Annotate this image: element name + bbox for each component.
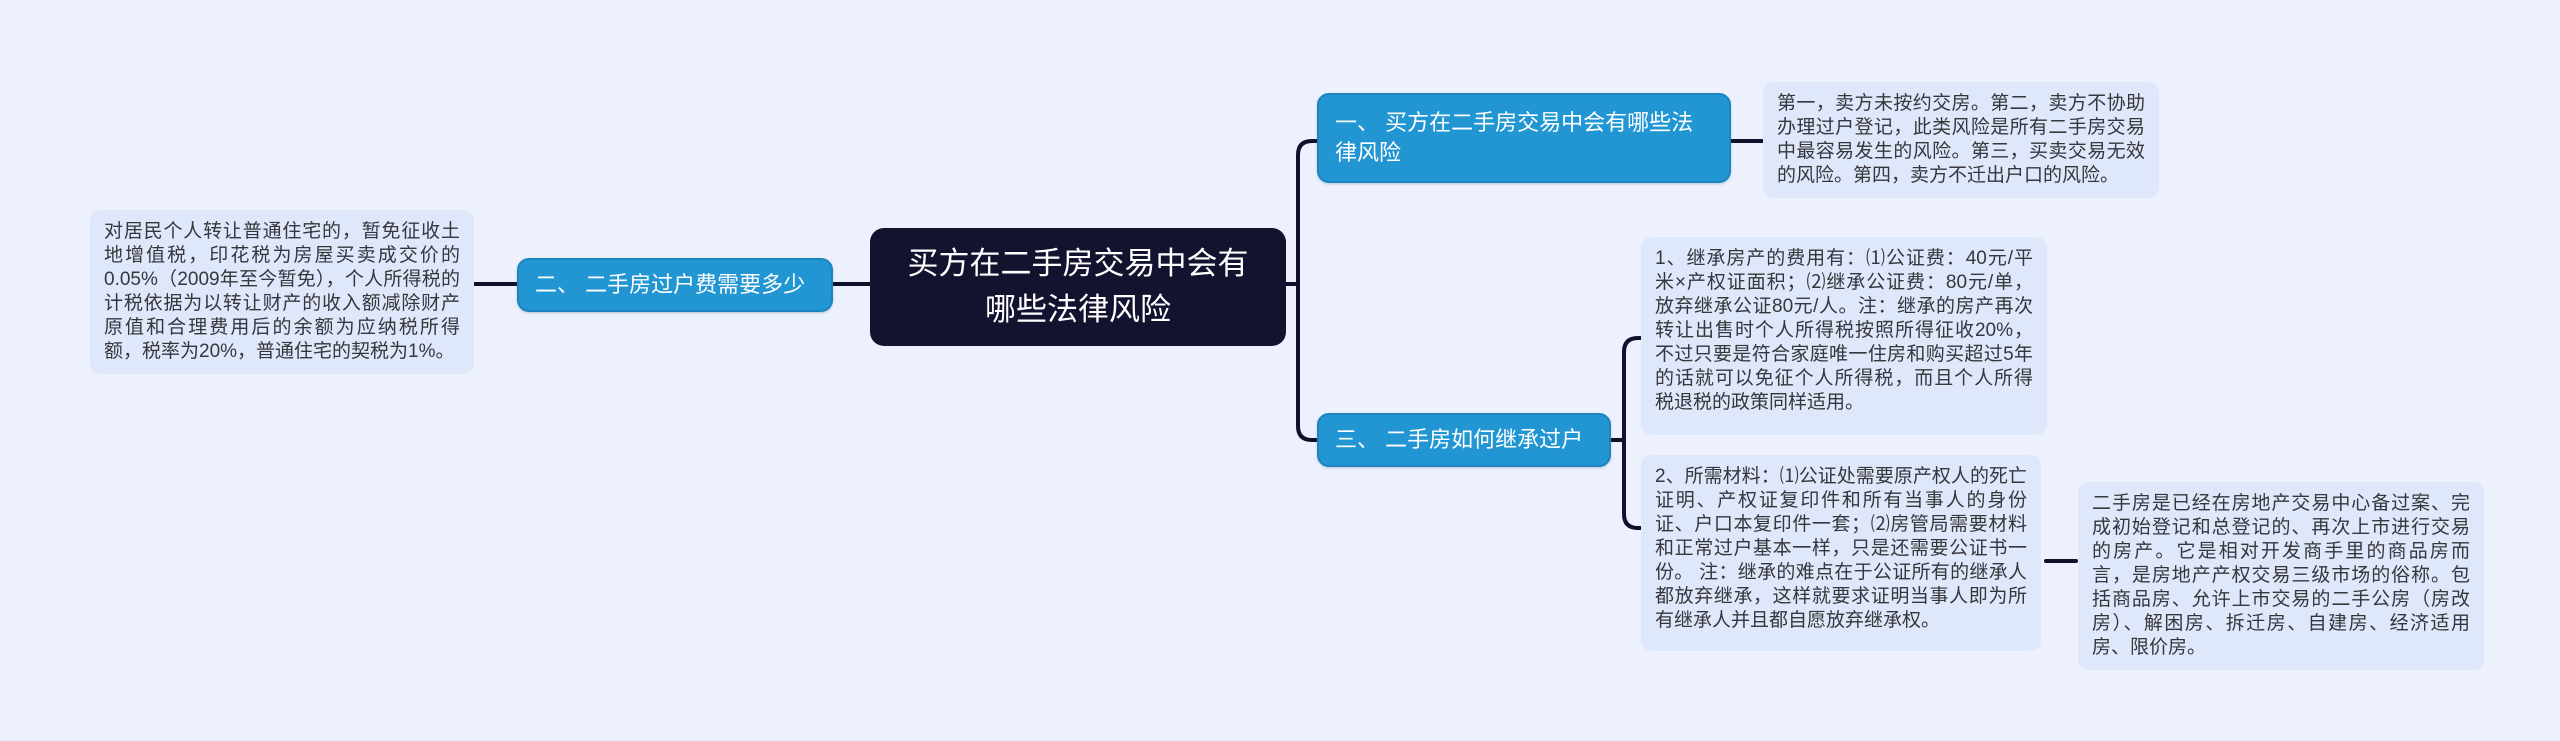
note-second-hand-definition[interactable]: 二手房是已经在房地产交易中心备过案、完成初始登记和总登记的、再次上市进行交易的房… <box>2078 482 2484 670</box>
branch-node-transfer-fee[interactable]: 二、 二手房过户费需要多少 <box>517 258 833 312</box>
branch-node-inheritance-label: 三、 二手房如何继承过户 <box>1335 427 1584 452</box>
root-node[interactable]: 买方在二手房交易中会有哪些法律风险 <box>870 228 1286 346</box>
note-transfer-fee[interactable]: 对居民个人转让普通住宅的，暂免征收土地增值税，印花税为房屋买卖成交价的0.05%… <box>90 210 474 374</box>
note-inheritance-costs[interactable]: 1、继承房产的费用有：⑴公证费：40元/平米×产权证面积；⑵继承公证费：80元/… <box>1641 237 2047 435</box>
branch-node-transfer-fee-label: 二、 二手房过户费需要多少 <box>535 272 806 297</box>
branch-node-inheritance[interactable]: 三、 二手房如何继承过户 <box>1317 413 1611 467</box>
branch-node-legal-risks-label: 一、 买方在二手房交易中会有哪些法律风险 <box>1335 110 1694 165</box>
note-inheritance-materials[interactable]: 2、所需材料：⑴公证处需要原产权人的死亡证明、产权证复印件和所有当事人的身份证、… <box>1641 455 2041 651</box>
note-legal-risks[interactable]: 第一，卖方未按约交房。第二，卖方不协助办理过户登记，此类风险是所有二手房交易中最… <box>1763 82 2159 198</box>
root-node-label: 买方在二手房交易中会有哪些法律风险 <box>907 246 1249 327</box>
edge-node-three-spine <box>1622 336 1642 530</box>
branch-node-legal-risks[interactable]: 一、 买方在二手房交易中会有哪些法律风险 <box>1317 93 1731 183</box>
edge-root-spine-right <box>1296 139 1318 442</box>
